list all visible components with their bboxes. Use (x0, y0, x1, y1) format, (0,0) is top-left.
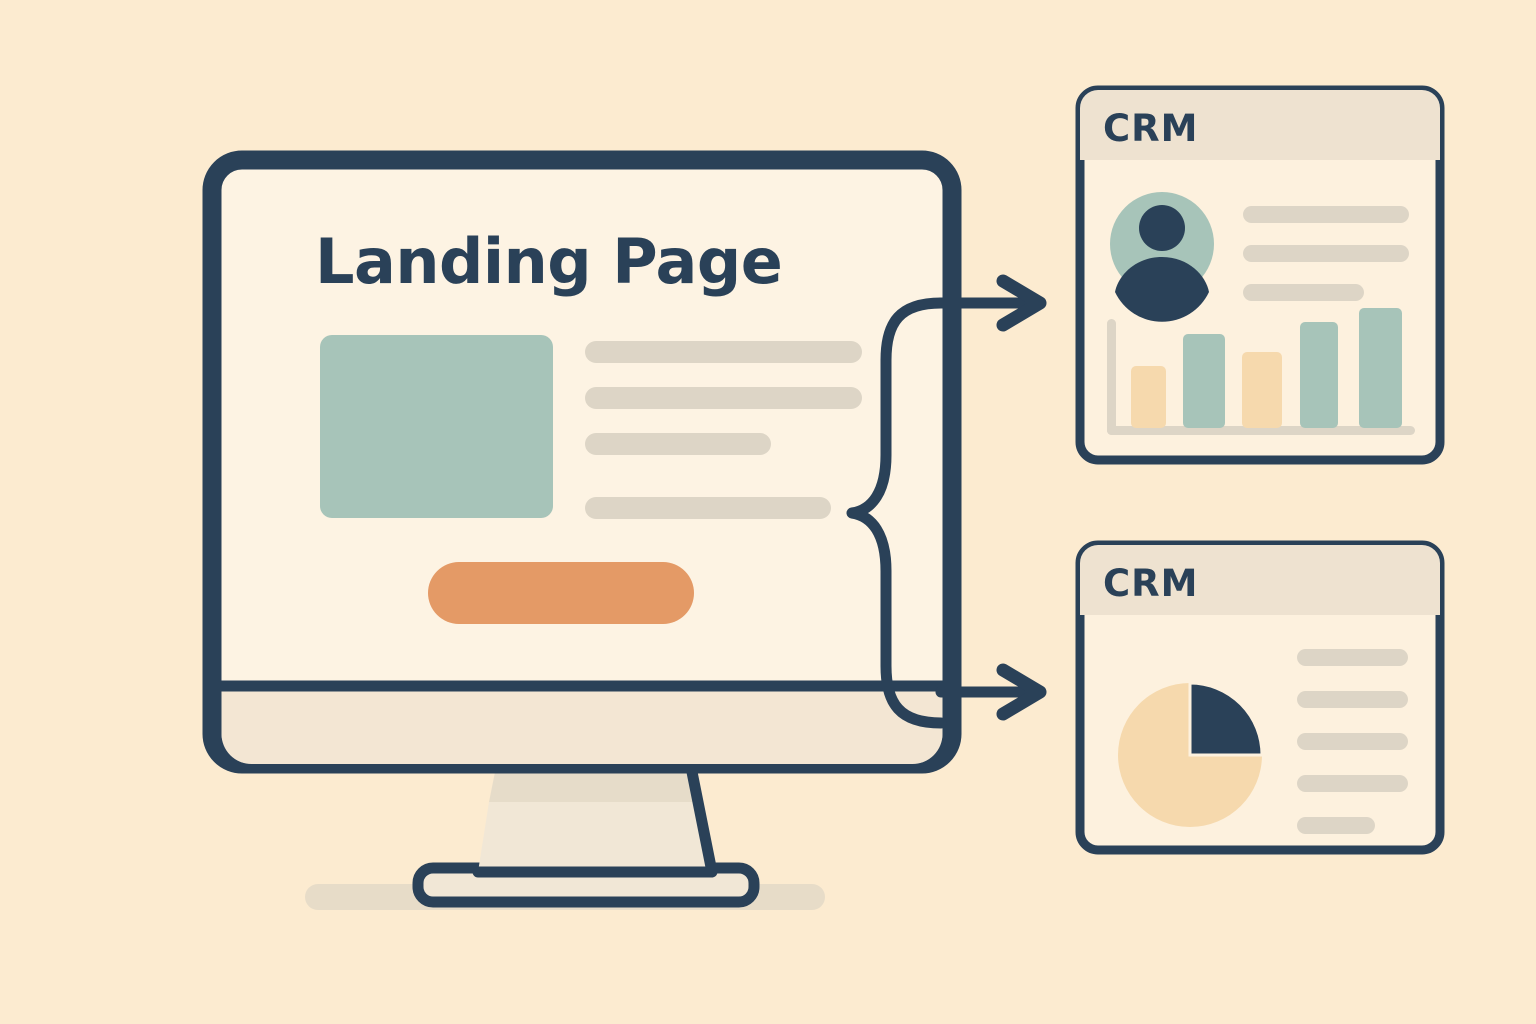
contact-avatar (1110, 192, 1214, 322)
pie-slice-minor (1188, 681, 1264, 757)
landing-page-title: Landing Page (315, 225, 782, 298)
detail-line-5 (1297, 817, 1375, 834)
hero-image-placeholder (320, 335, 553, 518)
bar-chart-x-axis (1107, 426, 1415, 435)
detail-line-3 (1243, 284, 1364, 301)
text-line-1 (585, 341, 862, 363)
text-line-3 (585, 433, 771, 455)
curly-brace-connector (846, 297, 947, 729)
crm-card-bottom[interactable]: CRM (1075, 540, 1445, 855)
crm-card-top-header-band (1080, 90, 1440, 160)
bar-5 (1359, 308, 1402, 428)
crm-card-bottom-header-band (1080, 545, 1440, 615)
crm-bar-chart (1107, 308, 1415, 435)
detail-line-3 (1297, 733, 1408, 750)
detail-line-1 (1243, 206, 1409, 223)
text-line-4 (585, 497, 831, 519)
bar-4 (1300, 322, 1338, 428)
arrow-to-crm-top (935, 274, 1047, 332)
cta-button[interactable] (428, 562, 694, 624)
arrow-to-crm-bottom (935, 663, 1047, 721)
bar-3 (1242, 352, 1282, 428)
monitor-bottom-bezel (221, 686, 943, 764)
detail-line-2 (1297, 691, 1408, 708)
detail-line-4 (1297, 775, 1408, 792)
bar-1 (1131, 366, 1166, 428)
bar-2 (1183, 334, 1225, 428)
detail-line-1 (1297, 649, 1408, 666)
bar-chart-y-axis (1107, 319, 1116, 435)
crm-card-top[interactable]: CRM (1075, 85, 1445, 465)
crm-card-bottom-title: CRM (1103, 562, 1198, 605)
crm-card-top-title: CRM (1103, 107, 1198, 150)
crm-pie-chart (1118, 681, 1264, 827)
text-line-2 (585, 387, 862, 409)
detail-line-2 (1243, 245, 1409, 262)
monitor-stand-lower (478, 802, 712, 872)
